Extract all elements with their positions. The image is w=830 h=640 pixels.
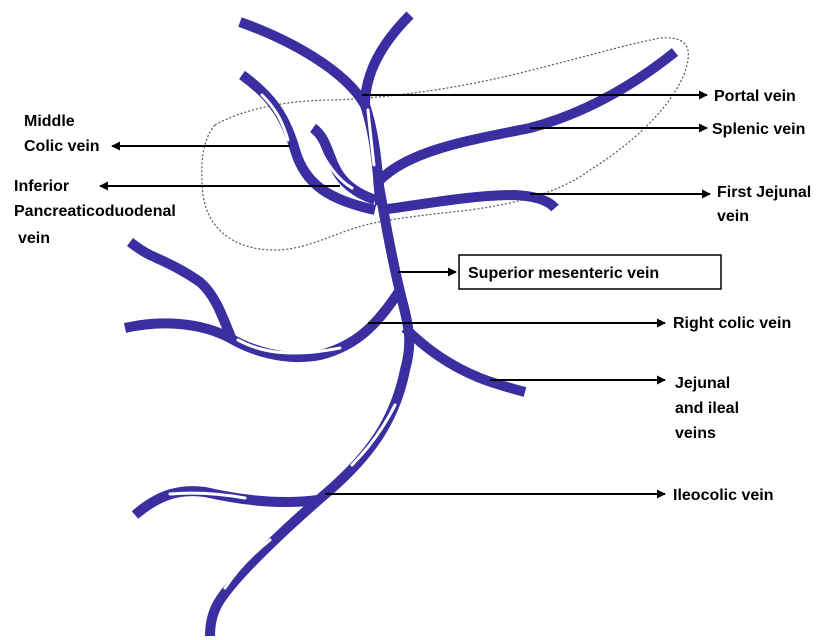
splenic-vein <box>380 52 675 180</box>
ileocolic-vein-label: Ileocolic vein <box>673 487 773 504</box>
right-colic-vein-label: Right colic vein <box>673 315 791 332</box>
splenic-vein-label: Splenic vein <box>712 121 805 138</box>
middle-colic-label-line2: Colic vein <box>24 138 100 155</box>
portal-vein-upper-branch <box>365 15 410 105</box>
middle-colic-label-line1: Middle <box>24 113 75 130</box>
inferior-pd-label-line1: Inferior <box>14 178 69 195</box>
inferior-pd-label-line3: vein <box>18 230 50 247</box>
veins <box>125 15 675 636</box>
vein-highlights <box>170 95 395 588</box>
portal-vein-label: Portal vein <box>714 88 796 105</box>
jejunal-ileal-label-line1: Jejunal <box>675 375 730 392</box>
labels: Portal vein Splenic vein First Jejunal v… <box>14 88 811 504</box>
inferior-pd-label-line2: Pancreaticoduodenal <box>14 203 176 220</box>
right-colic-vein <box>125 290 400 357</box>
first-jejunal-label-line1: First Jejunal <box>717 184 811 201</box>
superior-mesenteric-vein-label: Superior mesenteric vein <box>468 265 659 282</box>
jejunal-ileal-label-line3: veins <box>675 425 716 442</box>
jejunal-ileal-veins <box>405 328 525 392</box>
first-jejunal-vein <box>380 195 555 210</box>
first-jejunal-label-line2: vein <box>717 208 749 225</box>
jejunal-ileal-label-line2: and ileal <box>675 400 739 417</box>
